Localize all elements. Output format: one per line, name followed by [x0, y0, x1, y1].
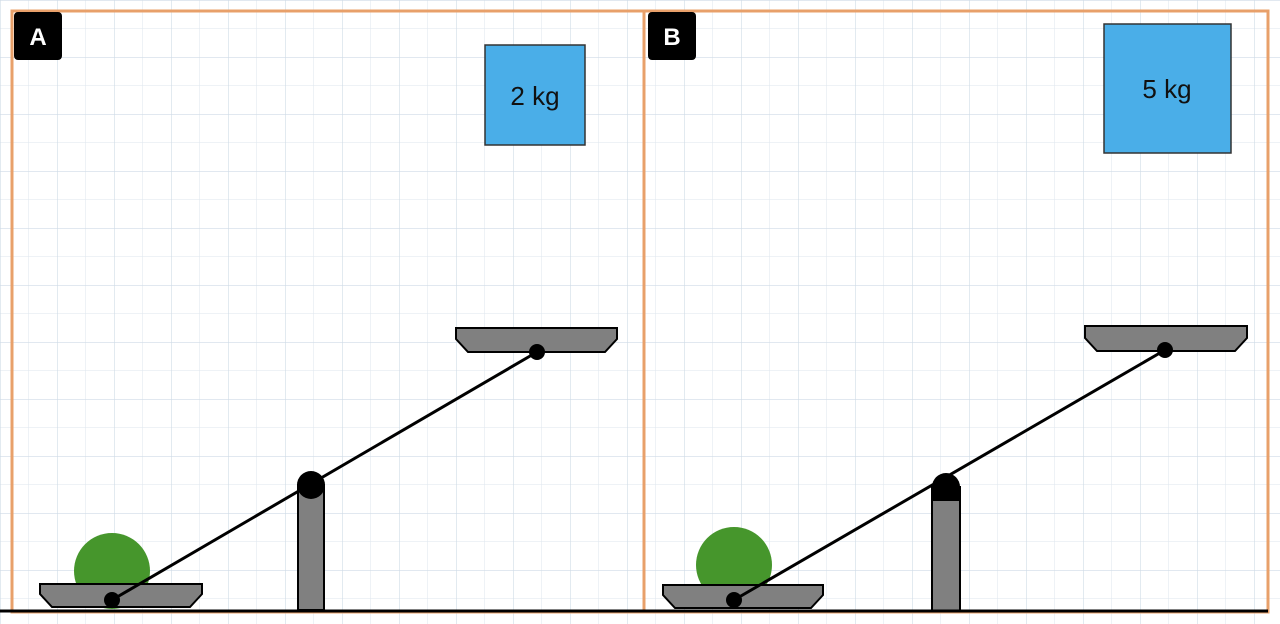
panel-b-left-joint [726, 592, 742, 608]
panel-a-right-joint [529, 344, 545, 360]
panel-b-weight-label: 5 kg [1142, 74, 1191, 104]
panel-b-pivot-cap [932, 487, 960, 501]
panel-b-right-joint [1157, 342, 1173, 358]
panel-a-fulcrum-post [297, 484, 325, 611]
panel-a-label: A [29, 24, 46, 51]
panel-a-left-joint [104, 592, 120, 608]
panel-b-fulcrum-post [931, 486, 961, 612]
panel-a: A 2 kg [10, 9, 646, 614]
panel-a-weight-box [484, 44, 586, 146]
panel-b-label-badge [648, 12, 696, 60]
panel-a-label-badge [14, 12, 62, 60]
panel-b-label: B [663, 24, 680, 51]
panel-a-pivot [297, 471, 325, 499]
panel-a-right-tray [455, 327, 618, 353]
panel-b: B 5 kg [642, 9, 1270, 614]
panel-a-weight-label: 2 kg [510, 81, 559, 111]
panel-b-weight-box [1103, 23, 1232, 154]
panel-b-right-tray [1084, 325, 1248, 352]
panel-a-lever-beam [111, 350, 538, 602]
